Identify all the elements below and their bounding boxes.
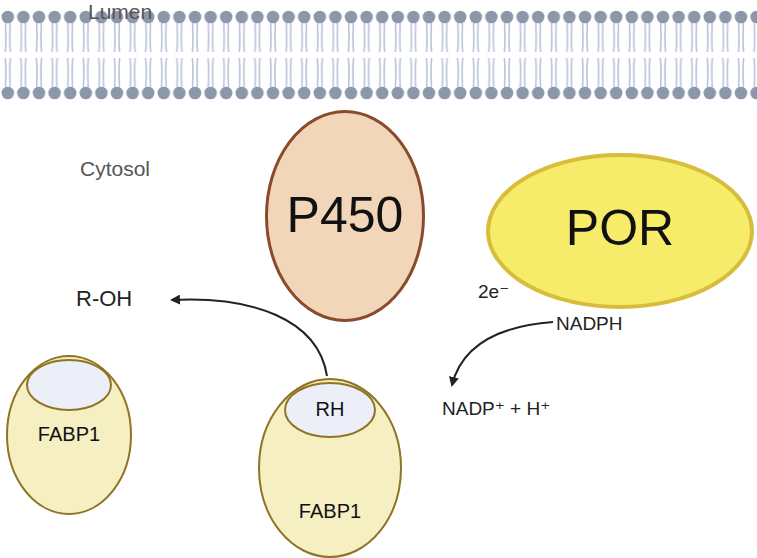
fabp1-protein: FABP1 RH xyxy=(258,378,402,558)
node-text: FABP1 xyxy=(6,423,132,446)
empty-pocket xyxy=(26,359,112,411)
compartment-label: Cytosol xyxy=(80,157,150,181)
p450-enzyme: P450 xyxy=(265,110,425,322)
ligand-pocket: RH xyxy=(284,382,376,438)
membrane-inner-leaflet xyxy=(0,40,757,100)
product-arrow xyxy=(172,300,327,376)
product-label: R-OH xyxy=(76,286,132,312)
compartment-label: Lumen xyxy=(88,0,152,24)
fabp1-protein: FABP1 xyxy=(6,355,132,515)
node-text: POR xyxy=(486,199,754,257)
cofactor-label: NADPH xyxy=(556,313,623,335)
electron-label: 2e⁻ xyxy=(478,280,509,303)
node-text: FABP1 xyxy=(258,500,402,523)
node-text: P450 xyxy=(265,186,425,244)
node-text: RH xyxy=(284,398,376,421)
cofactor-label: NADP⁺ + H⁺ xyxy=(442,397,550,420)
nadph-arrow xyxy=(452,322,553,385)
por-enzyme: POR xyxy=(486,153,754,309)
